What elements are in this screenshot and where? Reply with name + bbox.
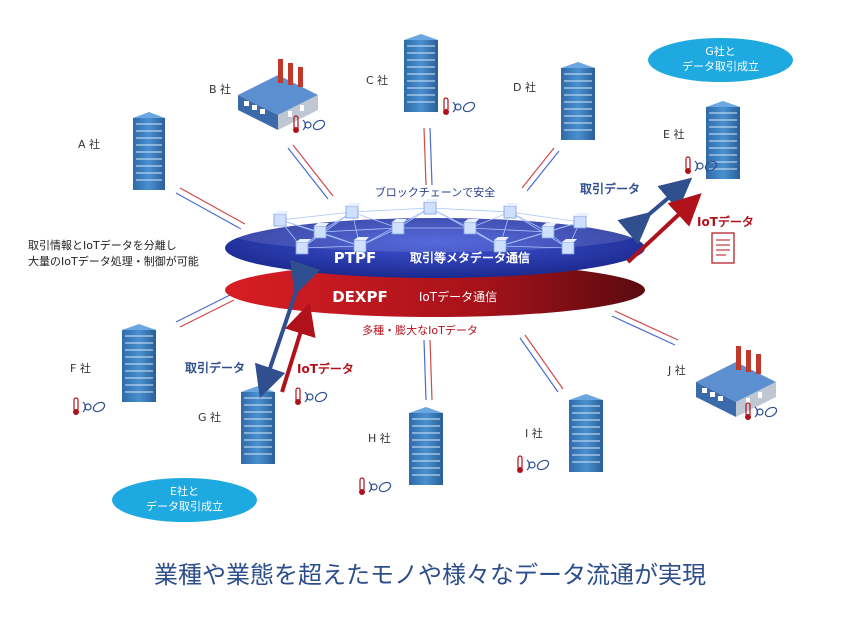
company-label-g: G 社	[198, 411, 222, 424]
blockchain-node	[573, 213, 589, 229]
sensor-g-icon	[295, 387, 328, 405]
blockchain-node	[503, 203, 519, 219]
building-i-icon	[569, 394, 603, 472]
cloud-top-right: G社と データ取引成立	[648, 38, 793, 82]
sensor-j-icon	[745, 402, 778, 420]
link-i	[519, 334, 564, 393]
sensor-b-icon	[293, 115, 326, 133]
cloud-bottom-left-line2: データ取引成立	[146, 500, 223, 513]
platform	[225, 199, 645, 317]
ptpf-ellipse	[225, 218, 645, 278]
iot-arrow-right	[626, 193, 702, 264]
cloud-bottom-left: E社と データ取引成立	[112, 478, 257, 522]
cloud-top-right-line1: G社と	[705, 45, 736, 58]
dexpf-ellipse	[225, 263, 645, 317]
building-a-icon	[133, 112, 165, 190]
company-label-f: F 社	[70, 362, 91, 375]
link-f	[175, 294, 235, 328]
company-label-c: C 社	[366, 74, 389, 87]
trade-arrow-left	[254, 259, 321, 399]
iot-label-right: IoTデータ	[697, 215, 754, 229]
ptpf-name: PTPF	[334, 249, 376, 267]
document-icon	[711, 232, 735, 264]
building-d-icon	[561, 62, 595, 140]
blockchain-node	[493, 237, 509, 253]
blockchain-node	[463, 219, 479, 235]
building-c-icon	[404, 34, 438, 112]
company-label-h: H 社	[368, 432, 391, 445]
blockchain-node	[391, 219, 407, 235]
company-label-a: A 社	[78, 138, 101, 151]
connection-lines	[175, 127, 679, 401]
company-label-i: I 社	[525, 427, 543, 440]
blockchain-label: ブロックチェーンで安全	[375, 185, 495, 199]
blockchain-node	[313, 223, 329, 239]
blockchain-node	[353, 237, 369, 253]
blockchain-node	[541, 223, 557, 239]
sensor-c-icon	[443, 97, 476, 115]
left-note-line1: 取引情報とIoTデータを分離し	[28, 239, 177, 252]
building-f-icon	[122, 324, 156, 402]
cloud-bottom-left-line1: E社と	[170, 485, 199, 498]
blockchain-node	[345, 203, 361, 219]
blockchain-nodes	[273, 199, 589, 255]
factory-b-icon	[238, 59, 318, 130]
iot-label-left: IoTデータ	[297, 362, 354, 376]
left-note: 取引情報とIoTデータを分離し 大量のIoTデータ処理・制御が可能	[28, 238, 199, 270]
link-h	[423, 339, 433, 401]
factory-j-icon	[696, 346, 776, 417]
sensor-h-icon	[359, 477, 392, 495]
cloud-top-right-line2: データ取引成立	[682, 60, 759, 73]
dexpf-desc: IoTデータ通信	[419, 289, 497, 304]
platform-bottom-label: 多種・膨大なIoTデータ	[362, 323, 478, 337]
sensor-e-icon	[685, 156, 718, 174]
caption: 業種や業態を超えたモノや様々なデータ流通が実現	[154, 561, 706, 589]
building-g-icon	[241, 386, 275, 464]
link-d	[521, 147, 560, 192]
company-label-j: J 社	[668, 364, 686, 377]
arrows	[254, 177, 702, 399]
sensor-i-icon	[517, 455, 550, 473]
blockchain-node	[561, 239, 577, 255]
buildings	[122, 34, 740, 485]
link-c	[423, 127, 433, 186]
blockchain-node	[423, 199, 439, 215]
company-label-b: B 社	[209, 83, 232, 96]
sensor-f-icon	[73, 397, 106, 415]
link-a	[175, 187, 246, 230]
iot-arrow-left	[280, 302, 316, 393]
link-j	[611, 310, 679, 346]
link-b	[287, 144, 334, 200]
building-e-icon	[706, 101, 740, 179]
left-note-line2: 大量のIoTデータ処理・制御が可能	[28, 255, 199, 268]
ptpf-desc: 取引等メタデータ通信	[410, 250, 530, 265]
blockchain-node	[273, 211, 289, 227]
blockchain-node	[295, 239, 311, 255]
trade-label-right: 取引データ	[580, 182, 641, 196]
ptpf-ellipse-top	[230, 214, 640, 252]
dexpf-name: DEXPF	[332, 288, 388, 306]
trade-label-left: 取引データ	[185, 361, 246, 375]
company-label-d: D 社	[513, 81, 536, 94]
building-h-icon	[409, 407, 443, 485]
company-label-e: E 社	[663, 128, 685, 141]
